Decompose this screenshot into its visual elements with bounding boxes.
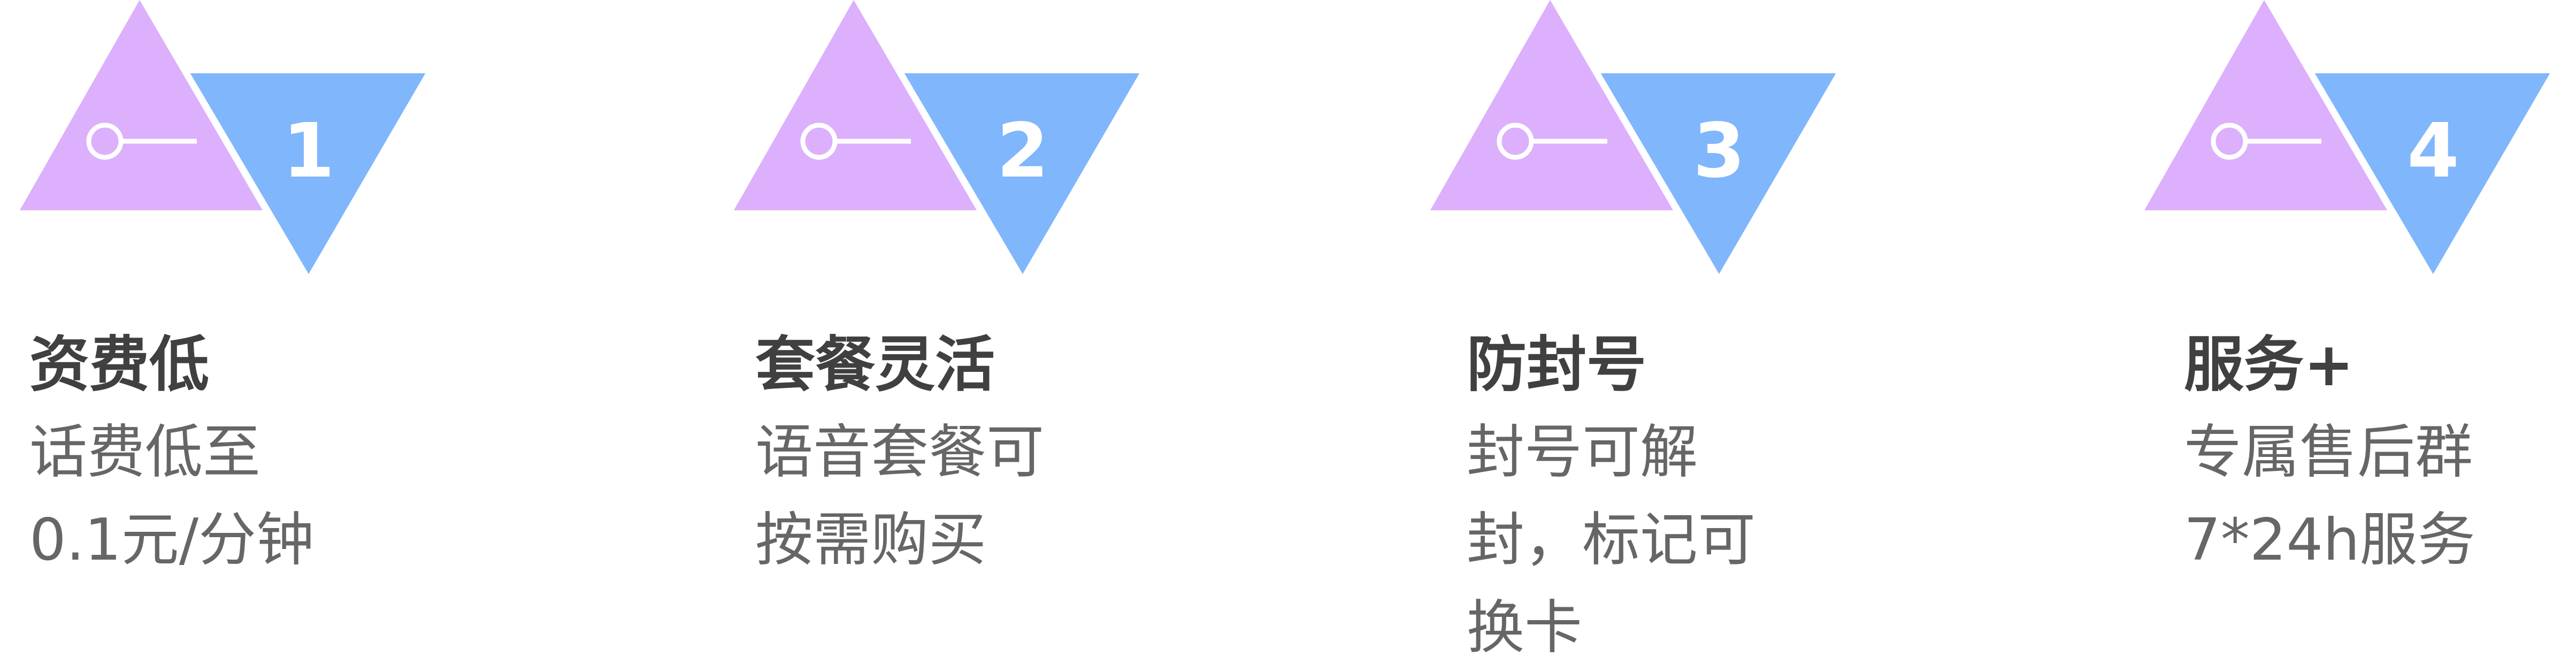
feature-title: 资费低 bbox=[29, 330, 209, 400]
purple-triangle bbox=[2144, 0, 2387, 210]
feature-title: 防封号 bbox=[1467, 330, 1646, 400]
feature-title: 服务+ bbox=[2184, 330, 2354, 400]
step-number: 2 bbox=[996, 108, 1048, 195]
blue-triangle bbox=[1591, 68, 1845, 285]
step-number: 4 bbox=[2407, 108, 2459, 195]
feature-description-line: 封，标记可 bbox=[1467, 507, 1756, 574]
feature-badge-2: 2 bbox=[734, 0, 1172, 289]
key-icon bbox=[86, 123, 197, 160]
feature-description-line: 换卡 bbox=[1467, 594, 1583, 661]
step-number: 3 bbox=[1693, 108, 1745, 195]
feature-description-line: 7*24h服务 bbox=[2184, 507, 2475, 574]
blue-triangle bbox=[181, 68, 435, 285]
feature-title: 套餐灵活 bbox=[755, 330, 995, 400]
blue-triangle bbox=[2305, 68, 2559, 285]
feature-description-line: 话费低至 bbox=[29, 419, 261, 486]
purple-triangle bbox=[1430, 0, 1673, 210]
key-icon bbox=[2211, 123, 2321, 160]
feature-description-line: 0.1元/分钟 bbox=[29, 507, 315, 574]
feature-text-3: 防封号封号可解封，标记可换卡 bbox=[1467, 321, 1755, 672]
feature-description-line: 语音套餐可 bbox=[755, 419, 1045, 486]
key-icon bbox=[1497, 123, 1607, 160]
blue-triangle bbox=[895, 68, 1149, 285]
purple-triangle bbox=[734, 0, 977, 210]
feature-description-line: 按需购买 bbox=[755, 507, 987, 574]
feature-badge-1: 1 bbox=[20, 0, 458, 289]
feature-text-4: 服务+ 专属售后群 7*24h服务 bbox=[2184, 321, 2475, 584]
feature-badge-4: 4 bbox=[2144, 0, 2576, 289]
key-icon bbox=[800, 123, 911, 160]
purple-triangle bbox=[20, 0, 263, 210]
step-number: 1 bbox=[282, 108, 334, 195]
feature-badge-3: 3 bbox=[1430, 0, 1869, 289]
feature-text-1: 资费低话费低至 0.1元/分钟 bbox=[29, 321, 314, 584]
feature-description-line: 专属售后群 bbox=[2184, 419, 2473, 486]
feature-text-2: 套餐灵活语音套餐可按需购买 bbox=[755, 321, 1044, 584]
feature-description-line: 封号可解 bbox=[1467, 419, 1698, 486]
